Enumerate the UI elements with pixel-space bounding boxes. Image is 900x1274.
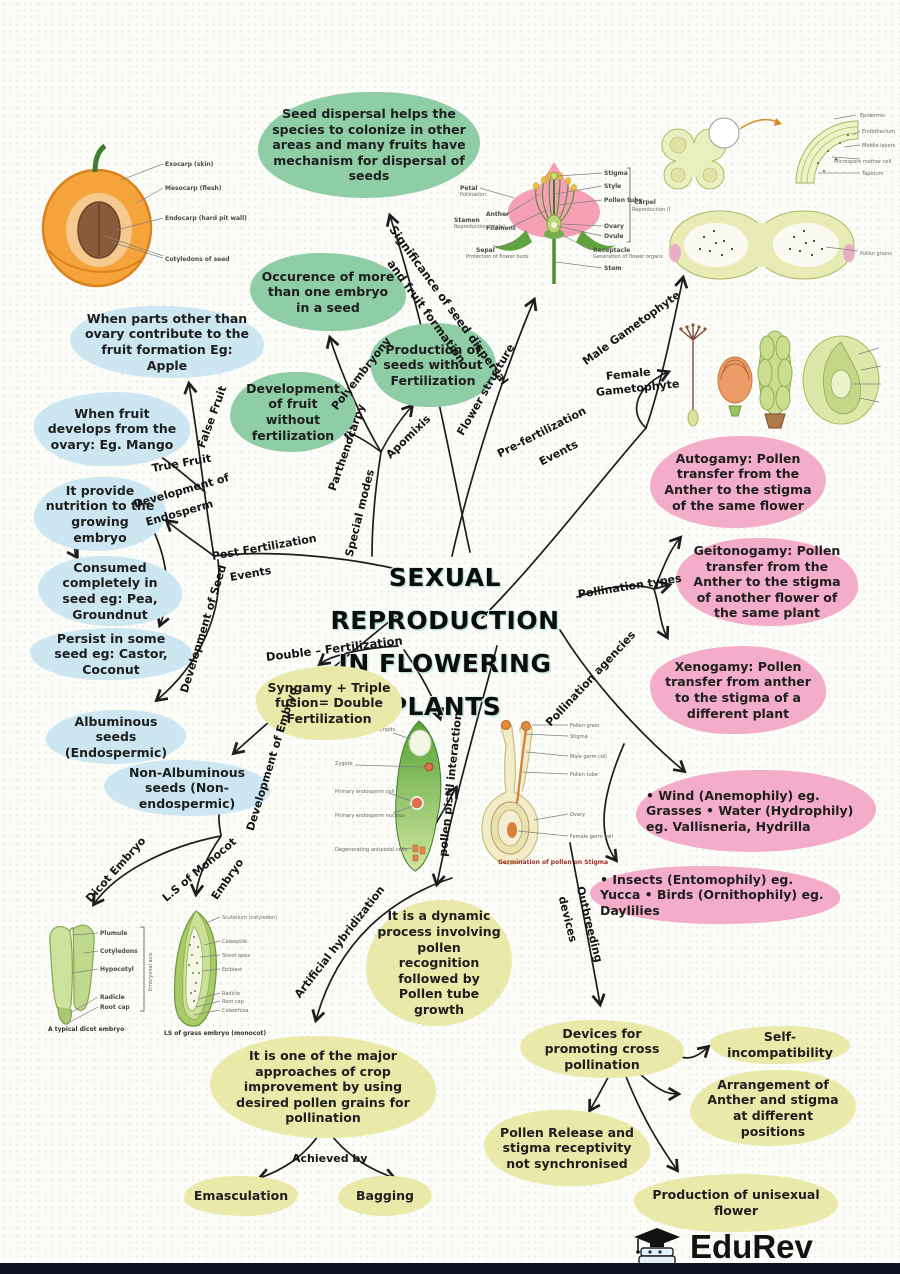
germination-label: Ovary: [570, 812, 585, 818]
dicot-axis-label: Embryonal axis: [148, 952, 154, 991]
node-syngamy-double-fertilization: Syngamy + Triple fusion= Double Fertiliz…: [256, 666, 402, 740]
node-geitonogamy: Geitonogamy: Pollen transfer from the An…: [676, 538, 858, 626]
node-albuminous-seeds: Albuminous seeds (Endospermic): [46, 710, 186, 764]
node-pollen-release: Pollen Release and stigma receptivity no…: [484, 1110, 650, 1186]
node-artificial-hybridization-definition: It is one of the major approaches of cro…: [210, 1036, 436, 1138]
node-outbreeding-definition: Devices for promoting cross pollination: [520, 1020, 684, 1078]
flower-label-stigma: Stigma: [604, 170, 628, 177]
flower-label-pollen-tube: Pollen tube: [604, 197, 643, 204]
fruit-cross-section-diagram: Exocarp (skin) Mesocarp (flesh) Endocarp…: [41, 143, 247, 288]
bottom-bar: [0, 1263, 900, 1274]
flower-label-carpel: Carpel: [634, 199, 656, 206]
dicot-label: Plumule: [100, 930, 127, 937]
grass-label: Coleoptile: [222, 939, 247, 945]
grass-label: Epiblast: [222, 967, 242, 973]
flower-label-ovary: Ovary: [604, 223, 624, 230]
grass-label: Root cap: [222, 999, 244, 1005]
flower-label-ovule: Ovule: [604, 233, 623, 240]
node-seed-dispersal: Seed dispersal helps the species to colo…: [258, 92, 480, 198]
node-emasculation: Emasculation: [184, 1176, 298, 1216]
dicot-label: Radicle: [100, 994, 125, 1001]
pollen-germination-diagram: Pollen grain Stigma Male germ cell Polle…: [481, 720, 613, 866]
grass-label: Radicle: [222, 991, 240, 997]
node-abiotic-agencies: • Wind (Anemophily) eg. Grasses • Water …: [636, 770, 876, 852]
node-anther-stigma-arrangement: Arrangement of Anther and stigma at diff…: [690, 1070, 856, 1146]
flower-label-filament: Filament: [486, 225, 516, 232]
node-endosperm-persist: Persist in some seed eg: Castor, Coconut: [30, 628, 192, 680]
anther-ts-diagram: Epidermis Endothecium Middle layers Micr…: [661, 113, 896, 280]
flower-label-petal: Petal: [460, 185, 477, 192]
fruit-label: Exocarp (skin): [165, 161, 214, 168]
flower-label-receptacle: Receptacle: [593, 247, 630, 254]
dicot-caption: A typical dicot embryo: [48, 1026, 124, 1033]
anther-label: Endothecium: [862, 129, 895, 135]
germination-caption: Germination of pollen on Stigma: [498, 859, 608, 866]
node-apomixis-definition: Production of seeds without Fertilizatio…: [370, 323, 496, 407]
title-line-1: SEXUAL REPRODUCTION: [330, 563, 560, 635]
anther-label: Tapetum: [861, 171, 884, 177]
embryo-sac-label: Degenerating antipodal cells: [335, 847, 407, 853]
page-title: SEXUAL REPRODUCTION IN FLOWERING PLANTS: [285, 556, 605, 728]
node-pollen-pistil-definition: It is a dynamic process involving pollen…: [366, 900, 512, 1026]
dicot-label: Root cap: [100, 1004, 130, 1011]
gametophyte-development-diagrams: [679, 323, 882, 429]
anther-label: Pollen grains: [860, 251, 892, 257]
node-true-fruit-definition: When fruit develops from the ovary: Eg. …: [34, 392, 190, 466]
flower-label-style: Style: [604, 183, 621, 190]
flower-sublabel: Reproduction (Female): [632, 207, 670, 213]
flower-structure-diagram: Petal Pollination Stamen Reproduction (m…: [454, 162, 670, 284]
grass-label: Scutellum (cotyledon): [222, 915, 277, 921]
fruit-label: Endocarp (hard pit wall): [165, 215, 247, 222]
embryo-sac-label: Zygote: [335, 761, 353, 767]
grass-embryo-diagram: Scutellum (cotyledon) Coleoptile Shoot a…: [164, 910, 277, 1037]
node-bagging: Bagging: [338, 1176, 432, 1216]
node-autogamy: Autogamy: Pollen transfer from the Anthe…: [650, 436, 826, 528]
dicot-embryo-diagram: Plumule Cotyledons Hypocotyl Radicle Roo…: [48, 924, 154, 1033]
flower-sublabel: Generation of flower organs: [593, 254, 663, 260]
embryo-sac-label: Primary endosperm cell: [335, 789, 394, 795]
node-false-fruit-definition: When parts other than ovary contribute t…: [70, 306, 264, 378]
node-unisexual-flower: Production of unisexual flower: [634, 1174, 838, 1232]
node-non-albuminous-seeds: Non-Albuminous seeds (Non-endospermic): [104, 760, 270, 816]
node-biotic-agencies: • Insects (Entomophily) eg. Yucca • Bird…: [590, 866, 840, 924]
flower-sublabel: Protection of flower buds: [466, 254, 529, 260]
germination-label: Pollen grain: [570, 723, 599, 729]
anther-label: Epidermis: [860, 113, 885, 119]
germination-label: Male germ cell: [570, 754, 607, 760]
node-polyembryony-definition: Occurence of more than one embryo in a s…: [250, 253, 406, 331]
dicot-label: Cotyledons: [100, 948, 138, 955]
dicot-label: Hypocotyl: [100, 966, 134, 973]
fruit-label: Mesocarp (flesh): [165, 185, 222, 192]
anther-label: Middle layers: [862, 143, 896, 149]
embryo-sac-label: Primary endosperm nucleus: [335, 813, 405, 819]
flower-label-stem: Stem: [604, 265, 622, 272]
flower-label-sepal: Sepal: [476, 247, 495, 254]
node-parthenocarpy-definition: Development of fruit without fertilizati…: [230, 372, 356, 452]
germination-label: Female germ cell: [570, 834, 613, 840]
node-xenogamy: Xenogamy: Pollen transfer from anther to…: [650, 646, 826, 734]
grass-label: Coleorhiza: [222, 1008, 248, 1014]
title-line-2: IN FLOWERING PLANTS: [338, 649, 552, 721]
edurev-wordmark: EduRev: [690, 1228, 813, 1265]
grass-label: Shoot apex: [222, 953, 250, 959]
edge-label-achieved-by: Achieved by: [292, 1152, 368, 1165]
germination-label: Pollen tube: [570, 772, 598, 778]
flower-label-stamen: Stamen: [454, 217, 480, 224]
node-endosperm-function: It provide nutrition to the growing embr…: [34, 477, 166, 551]
node-self-incompatibility: Self-incompatibility: [710, 1026, 850, 1064]
anther-label: Microspore mother cell: [834, 159, 891, 165]
germination-label: Stigma: [570, 734, 588, 740]
node-endosperm-consumed: Consumed completely in seed eg: Pea, Gro…: [38, 556, 182, 626]
fruit-label: Cotyledons of seed: [165, 256, 230, 263]
grass-caption: LS of grass embryo (monocot): [164, 1030, 266, 1037]
flower-sublabel: Pollination: [460, 192, 486, 198]
flower-label-anther: Anther: [486, 211, 509, 218]
flower-sublabel: Reproduction (male): [454, 224, 505, 230]
